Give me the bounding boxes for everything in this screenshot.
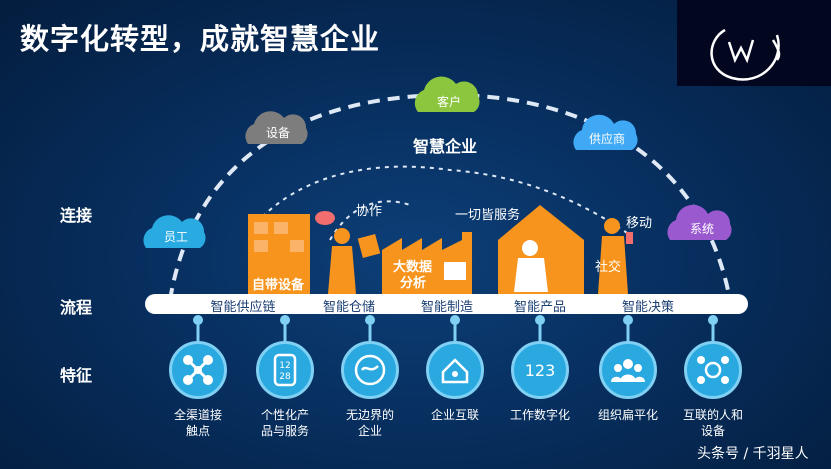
cloud-customer: [414, 76, 480, 112]
feature-label-connected-devices: 互联的人和设备: [682, 408, 743, 438]
people-group-icon: [611, 359, 645, 382]
center-label: 智慧企业: [413, 137, 478, 156]
feature-label-flat-org: 组织扁平化: [597, 408, 658, 422]
row-label-feature: 特征: [60, 366, 93, 385]
cloud-device-label: 设备: [265, 126, 290, 140]
feature-label-personalized: 个性化产品与服务: [260, 408, 309, 438]
label-everything-service: 一切皆服务: [455, 208, 521, 223]
cloud-device: [245, 111, 308, 144]
feature-label-omnichannel: 全渠道接触点: [173, 408, 222, 438]
feature-connected-devices: [684, 341, 742, 399]
cloud-customer-label: 客户: [436, 95, 461, 109]
feature-label-digital-work: 工作数字化: [509, 408, 570, 422]
smartwatch-icon: 12 28: [273, 353, 297, 387]
feature-personalized: 12 28: [256, 341, 314, 399]
collab-dotted-arc: [329, 200, 411, 241]
watch-bottom-digits: 28: [279, 372, 291, 382]
row-label-connect: 连接: [60, 206, 93, 225]
tablet: [357, 234, 381, 258]
row-label-process: 流程: [60, 298, 93, 317]
watch-top-digits: 12: [279, 361, 290, 371]
feature-label-enterprise-connect: 企业互联: [430, 408, 479, 422]
cloud-system: [667, 204, 732, 240]
signature-logo: [677, 0, 831, 86]
cloud-supplier-label: 供应商: [588, 132, 625, 146]
cloud-system-label: 系统: [689, 222, 714, 236]
process-product: 智能产品: [513, 300, 566, 315]
label-social: 社交: [595, 260, 622, 275]
inner-dotted-arc: [249, 165, 631, 236]
digits-text: 123: [525, 361, 556, 380]
woman-body: [328, 246, 356, 294]
cloud-supplier: [573, 114, 638, 150]
cloud-staff: [143, 215, 206, 248]
label-mobile: 移动: [626, 216, 653, 231]
scene-illustration: [248, 205, 633, 294]
feature-label-boundaryless: 无边界的企业: [345, 408, 394, 438]
globe-bird-icon: [354, 354, 386, 386]
page-title: 数字化转型，成就智慧企业: [20, 22, 381, 56]
feature-flat-org: [599, 341, 657, 399]
feature-boundaryless: [341, 341, 399, 399]
label-byod: 自带设备: [252, 278, 305, 293]
feature-digital-work: 123: [511, 341, 569, 399]
factory-screen: [444, 262, 466, 280]
feature-omnichannel: [169, 341, 227, 399]
label-bigdata-2: 分析: [400, 276, 427, 291]
connected-house-icon: [441, 358, 469, 384]
cloud-staff-label: 员工: [163, 230, 188, 244]
process-warehouse: 智能仓储: [322, 300, 375, 315]
man-body: [598, 236, 628, 294]
signature-icon: [710, 28, 781, 81]
process-manufacturing: 智能制造: [420, 300, 473, 315]
process-supply-chain: 智能供应链: [210, 300, 276, 315]
feature-enterprise-connect: [426, 341, 484, 399]
network-nodes-icon: [183, 355, 213, 385]
connected-devices-icon: [697, 356, 729, 384]
digits-icon: 123: [525, 361, 556, 380]
woman-head: [334, 228, 350, 244]
process-bar: [145, 294, 748, 314]
label-collaborate: 协作: [356, 204, 383, 219]
watermark: 头条号 / 千羽星人: [697, 446, 809, 462]
process-decision: 智能决策: [621, 300, 674, 315]
man-head: [604, 218, 620, 234]
label-bigdata-1: 大数据: [393, 260, 433, 275]
